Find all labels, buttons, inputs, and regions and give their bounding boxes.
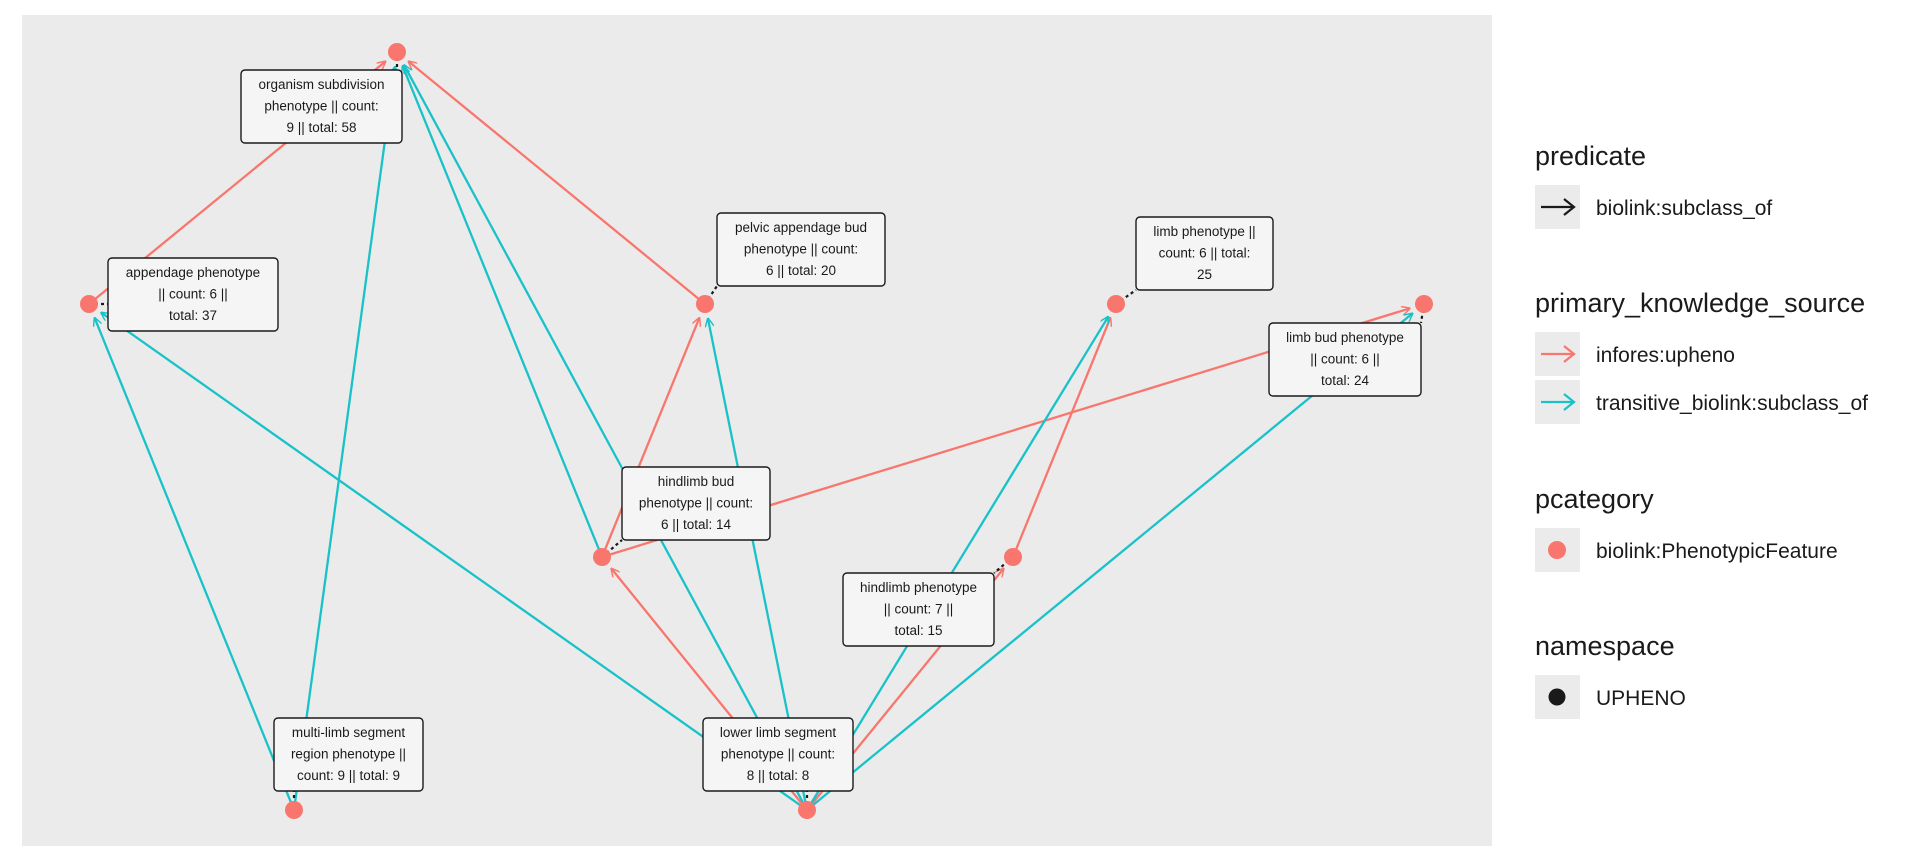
legend-title-primary-knowledge-source: primary_knowledge_source (1535, 288, 1865, 318)
node-label-limb: limb phenotype || count: 6 || total: 25 (1135, 216, 1274, 291)
node-label-box (621, 466, 771, 541)
arrow-icon (1541, 393, 1576, 411)
node-label-line: appendage phenotype (126, 265, 260, 280)
node-label-line: || count: 6 || (158, 287, 228, 302)
legend-item-transitive-subclass-of: transitive_biolink:subclass_of (1596, 392, 1868, 415)
legend-item-infores-upheno: infores:upheno (1596, 344, 1735, 367)
node-label-line: phenotype || count: (264, 99, 378, 114)
arrow-icon (1541, 345, 1576, 363)
label-leader-hindlimb-bud (601, 539, 623, 558)
edge-hindlimb-bud-to-pelvic-appendage-bud (602, 318, 699, 553)
edge-lower-limb-segment-to-organism-subdivision (404, 65, 806, 807)
legend-title-pcategory: pcategory (1535, 484, 1654, 514)
edge-lower-limb-segment-to-limb (808, 317, 1109, 807)
node-label-box (702, 717, 854, 792)
edge-hindlimb-to-limb (1013, 318, 1110, 553)
node-label-line: total: 24 (1321, 373, 1370, 388)
node-label-hindlimb-bud: hindlimb bud phenotype || count: 6 || tota… (621, 466, 771, 541)
node-label-line: limb bud phenotype (1286, 330, 1404, 345)
circle-icon (1548, 688, 1566, 706)
legend-pcategory: pcategory biolink:PhenotypicFeature (1535, 484, 1838, 572)
node-label-limb-bud: limb bud phenotype || count: 6 || total: 2… (1268, 322, 1422, 397)
node-label-line: limb phenotype || (1153, 224, 1255, 239)
node-label-line: hindlimb phenotype (860, 580, 977, 595)
node-label-box (273, 717, 424, 792)
node-label-line: multi-limb segment (292, 725, 406, 740)
node-lower-limb-segment (798, 801, 816, 819)
edge-lower-limb-segment-to-appendage (101, 313, 804, 809)
node-hindlimb (1004, 548, 1022, 566)
arrow-icon (1541, 198, 1576, 216)
node-multi-limb-segment (285, 801, 303, 819)
label-leader-limb (1115, 289, 1137, 305)
edge-multi-limb-segment-to-organism-subdivision (293, 67, 395, 806)
node-label-line: total: 15 (894, 623, 942, 638)
node-limb (1107, 295, 1125, 313)
node-label-line: || count: 6 || (1310, 352, 1380, 367)
node-label-box (240, 69, 403, 144)
node-label-organism-subdivision: organism subdivision phenotype || count: 9… (240, 69, 403, 144)
circle-icon (1548, 541, 1566, 559)
legend-item-phenotypic-feature: biolink:PhenotypicFeature (1596, 540, 1838, 563)
legend-item-upheno: UPHENO (1596, 687, 1686, 710)
node-limb-bud (1415, 295, 1433, 313)
legend-item-subclass-of: biolink:subclass_of (1596, 197, 1772, 220)
legend-primary-knowledge-source: primary_knowledge_source infores:upheno … (1535, 288, 1868, 424)
node-label-line: phenotype || count: (721, 747, 835, 762)
nodes-layer (80, 43, 1433, 819)
node-label-line: total: 37 (169, 308, 217, 323)
node-label-line: 25 (1197, 267, 1212, 282)
node-label-box (107, 257, 279, 332)
node-label-line: region phenotype || (291, 747, 406, 762)
legend-predicate: predicate biolink:subclass_of (1535, 141, 1772, 229)
node-organism-subdivision (388, 43, 406, 61)
node-label-line: organism subdivision (258, 77, 384, 92)
node-appendage (80, 295, 98, 313)
label-leader-pelvic-appendage-bud (704, 285, 718, 305)
node-label-line: 9 || total: 58 (286, 120, 356, 135)
node-label-line: pelvic appendage bud (735, 220, 867, 235)
node-label-line: || count: 7 || (884, 602, 954, 617)
label-leader-hindlimb (993, 556, 1014, 574)
node-label-line: 6 || total: 14 (661, 517, 732, 532)
node-label-line: hindlimb bud (658, 474, 735, 489)
legend-namespace: namespace UPHENO (1535, 631, 1686, 719)
node-label-box (842, 572, 995, 647)
node-label-line: 8 || total: 8 (747, 768, 810, 783)
node-hindlimb-bud (593, 548, 611, 566)
node-label-line: 6 || total: 20 (766, 263, 836, 278)
node-label-lower-limb-segment: lower limb segment phenotype || count: 8 |… (702, 717, 854, 792)
node-label-line: phenotype || count: (744, 242, 858, 257)
edge-multi-limb-segment-to-appendage (95, 318, 294, 806)
node-label-line: lower limb segment (720, 725, 837, 740)
node-label-hindlimb: hindlimb phenotype || count: 7 || total: 1… (842, 572, 995, 647)
edges-layer (92, 61, 1413, 809)
node-label-line: count: 9 || total: 9 (297, 768, 400, 783)
node-label-appendage: appendage phenotype || count: 6 || total: … (107, 257, 279, 332)
node-label-box (716, 212, 886, 287)
legend-title-namespace: namespace (1535, 631, 1675, 661)
node-labels-layer: organism subdivision phenotype || count: 9… (107, 69, 1422, 792)
legend: predicate biolink:subclass_of primary_kn… (1535, 141, 1868, 719)
node-label-multi-limb-segment: multi-limb segment region phenotype || cou… (273, 717, 424, 792)
node-pelvic-appendage-bud (696, 295, 714, 313)
node-label-line: count: 6 || total: (1159, 246, 1251, 261)
node-label-line: phenotype || count: (639, 496, 753, 511)
legend-title-predicate: predicate (1535, 141, 1646, 171)
node-label-pelvic-appendage-bud: pelvic appendage bud phenotype || count: 6… (716, 212, 886, 287)
edge-hindlimb-bud-to-organism-subdivision (403, 66, 602, 553)
node-label-box (1135, 216, 1274, 291)
edge-pelvic-appendage-bud-to-organism-subdivision (409, 61, 702, 302)
node-label-box (1268, 322, 1422, 397)
